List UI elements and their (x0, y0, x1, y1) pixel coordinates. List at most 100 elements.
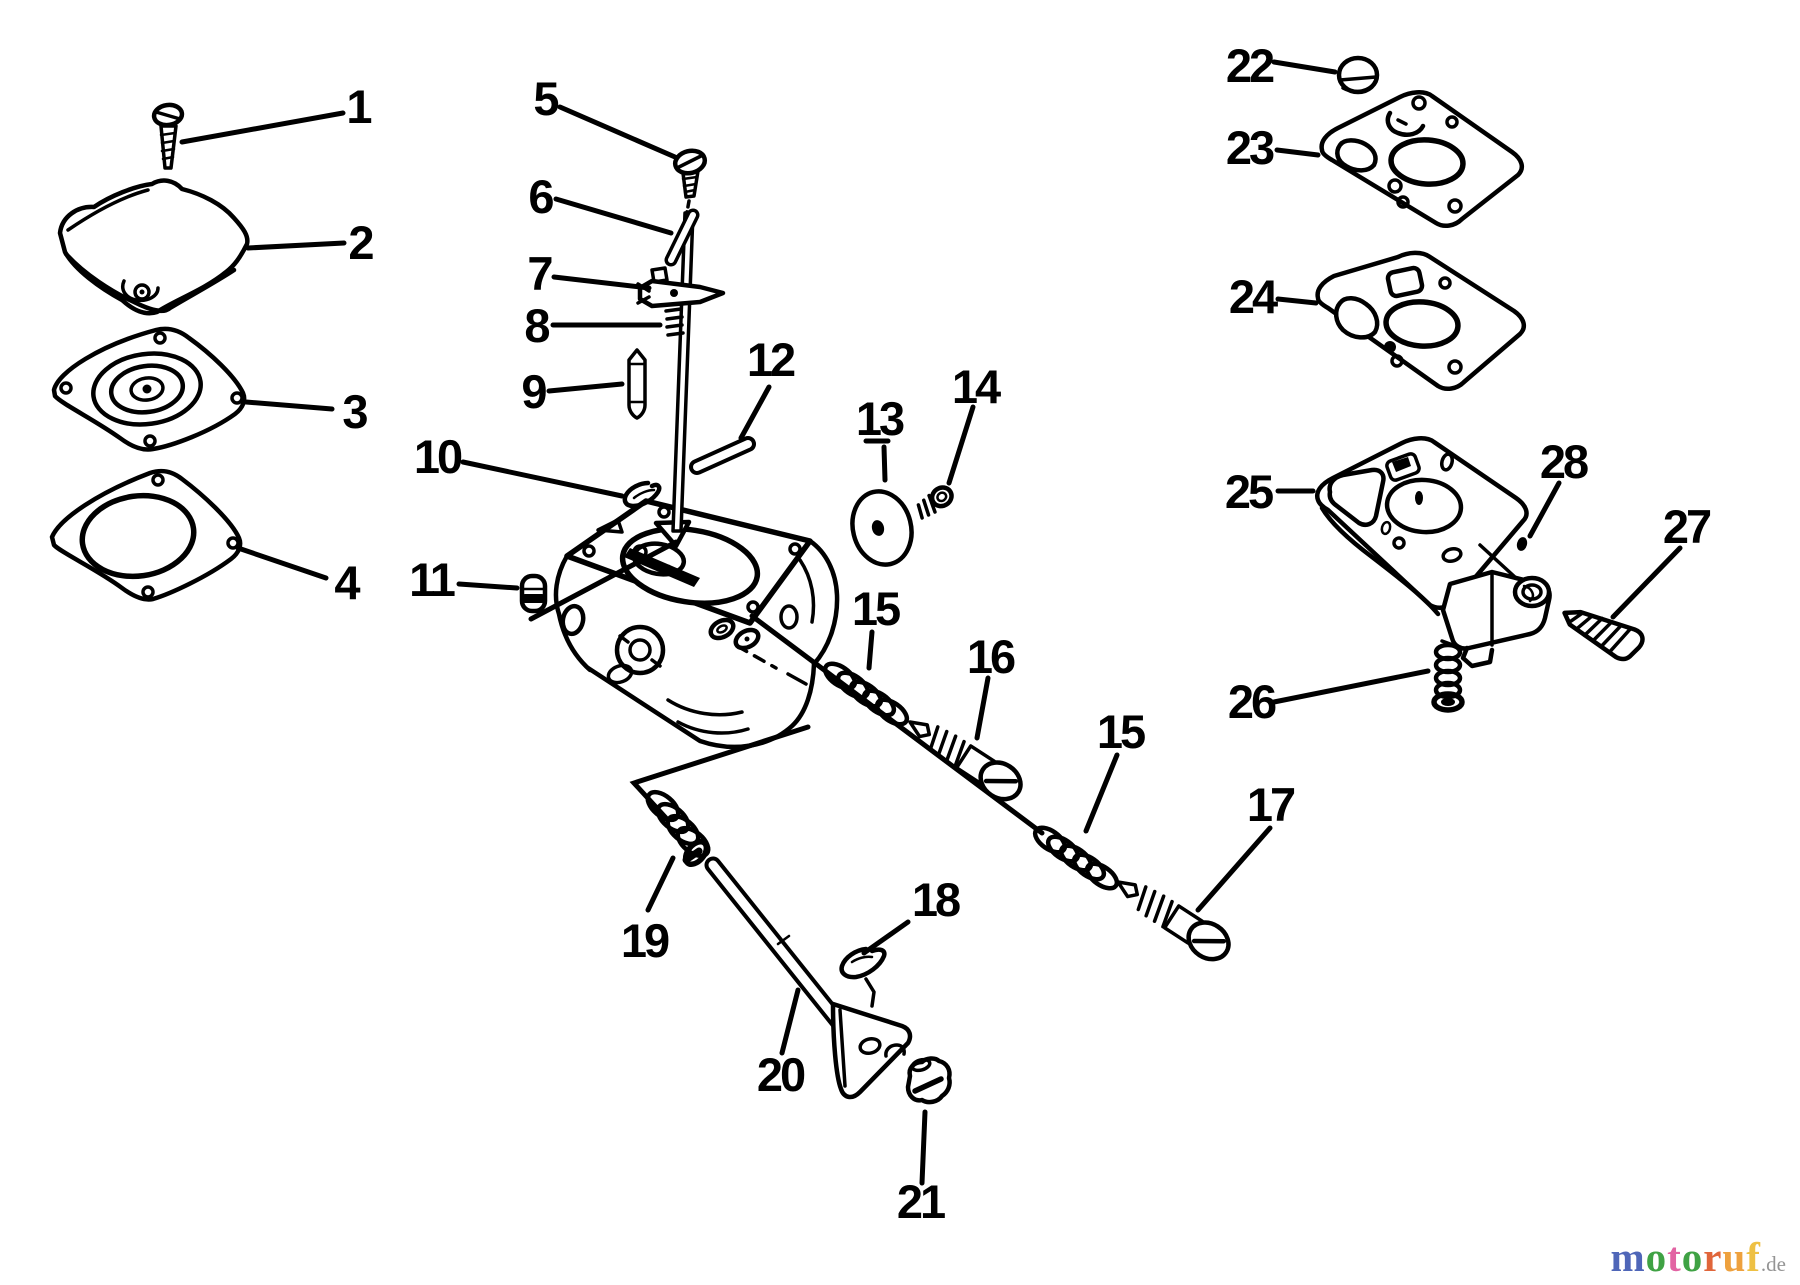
leader-line (881, 444, 888, 483)
part-label-15-16: 15 (1083, 705, 1148, 834)
part-label-2-1: 2 (245, 216, 376, 269)
part-screw-14 (916, 485, 954, 520)
part-clip-10 (622, 480, 662, 509)
part-number: 2 (348, 216, 373, 269)
hidden-axis-dash (735, 644, 778, 670)
logo-letter: t (1667, 1234, 1682, 1280)
leader-line (551, 274, 652, 291)
part-number: 14 (952, 360, 1001, 413)
left-port (560, 603, 586, 637)
part-rod-20 (704, 856, 913, 1100)
plate-screw-hole (632, 544, 648, 560)
part-number: 23 (1226, 121, 1274, 174)
cylinder-groove (666, 698, 744, 717)
part-number: 1 (346, 80, 371, 133)
clip-outline (839, 946, 887, 980)
part-number: 5 (533, 72, 558, 125)
part-label-18-18: 18 (861, 873, 963, 956)
part-label-19-19: 19 (621, 855, 676, 967)
part-number: 6 (528, 170, 553, 223)
part-label-28-28: 28 (1527, 435, 1591, 539)
part-label-9-8: 9 (521, 365, 625, 418)
part-number: 16 (967, 630, 1015, 683)
part-disc-13 (850, 489, 914, 567)
part-number: 4 (334, 556, 360, 609)
part-label-25-25: 25 (1225, 465, 1316, 518)
gasket-outline (1315, 250, 1527, 392)
leader-line (460, 459, 625, 499)
part-number: 13 (856, 392, 904, 445)
leader-line (553, 196, 674, 236)
plug-body (519, 573, 548, 614)
leader-line (557, 104, 678, 160)
part-label-12-11: 12 (738, 333, 798, 441)
part-screw-17 (1116, 880, 1231, 962)
part-label-26-26: 26 (1228, 668, 1431, 728)
plug-band (523, 594, 544, 603)
part-label-24-24: 24 (1229, 270, 1319, 323)
plug-pointer-line (528, 539, 679, 622)
part-label-23-23: 23 (1226, 121, 1321, 174)
part-pin-6 (664, 208, 700, 267)
leader-line (1527, 480, 1562, 539)
plate-dot (664, 564, 672, 572)
part-number: 7 (527, 247, 552, 300)
lever-pivot-hole (670, 289, 678, 297)
leader-line (1275, 296, 1319, 306)
part-label-3-2: 3 (243, 385, 370, 438)
lever-arm (637, 278, 726, 309)
part-spring-19 (645, 789, 711, 867)
boss-tick (650, 658, 662, 668)
gasket-side-hole (1335, 138, 1378, 173)
carburetor-body (553, 498, 840, 750)
disc-center-hole (871, 520, 885, 536)
part-label-5-4: 5 (533, 72, 678, 160)
leader-line (738, 384, 772, 441)
plate-thickness-edge (1319, 505, 1441, 617)
flange-hole (657, 505, 671, 519)
part-label-27-27: 27 (1610, 500, 1714, 620)
leader-line (243, 399, 335, 412)
part-spring-15a (822, 661, 910, 727)
cover-rim-top (66, 188, 150, 232)
boss-tick (618, 634, 630, 644)
part-number: 28 (1540, 435, 1588, 488)
adjust-port (708, 617, 736, 641)
leader-line (245, 240, 347, 251)
clip-outline (622, 480, 662, 509)
bracket-notch (884, 1043, 906, 1058)
part-number: 15 (852, 582, 900, 635)
boss-tab (1460, 645, 1495, 669)
gasket-slot (1385, 110, 1426, 137)
leader-line (1274, 147, 1321, 158)
cylinder-groove (676, 720, 750, 735)
body-bottom-edge (585, 661, 817, 750)
leader-line (1195, 825, 1273, 913)
flange-hole (746, 600, 760, 614)
part-number: 20 (757, 1048, 805, 1101)
logo-letter: f (1746, 1234, 1761, 1280)
part-screw-1 (151, 102, 185, 170)
leader-line (919, 1109, 928, 1186)
part-number: 19 (621, 914, 669, 967)
part-number: 25 (1225, 465, 1273, 518)
body-left-edge (553, 553, 593, 673)
screw-head (929, 485, 954, 509)
part-gasket-4 (49, 468, 243, 602)
logo-letter: u (1722, 1234, 1747, 1280)
part-swivel-12 (689, 436, 756, 475)
part-label-10-9: 10 (414, 430, 625, 499)
right-port (779, 604, 799, 630)
leader-line (974, 675, 991, 741)
part-clip-18 (839, 946, 887, 1008)
part-label-4-3: 4 (235, 545, 363, 609)
part-label-22-22: 22 (1226, 39, 1338, 92)
part-screw-5 (672, 148, 708, 214)
part-label-16-15: 16 (967, 630, 1018, 741)
part-number: 22 (1226, 39, 1274, 92)
part-label-8-7: 8 (524, 299, 663, 352)
linkage-pointer-line (629, 724, 811, 821)
part-number: 24 (1229, 270, 1278, 323)
